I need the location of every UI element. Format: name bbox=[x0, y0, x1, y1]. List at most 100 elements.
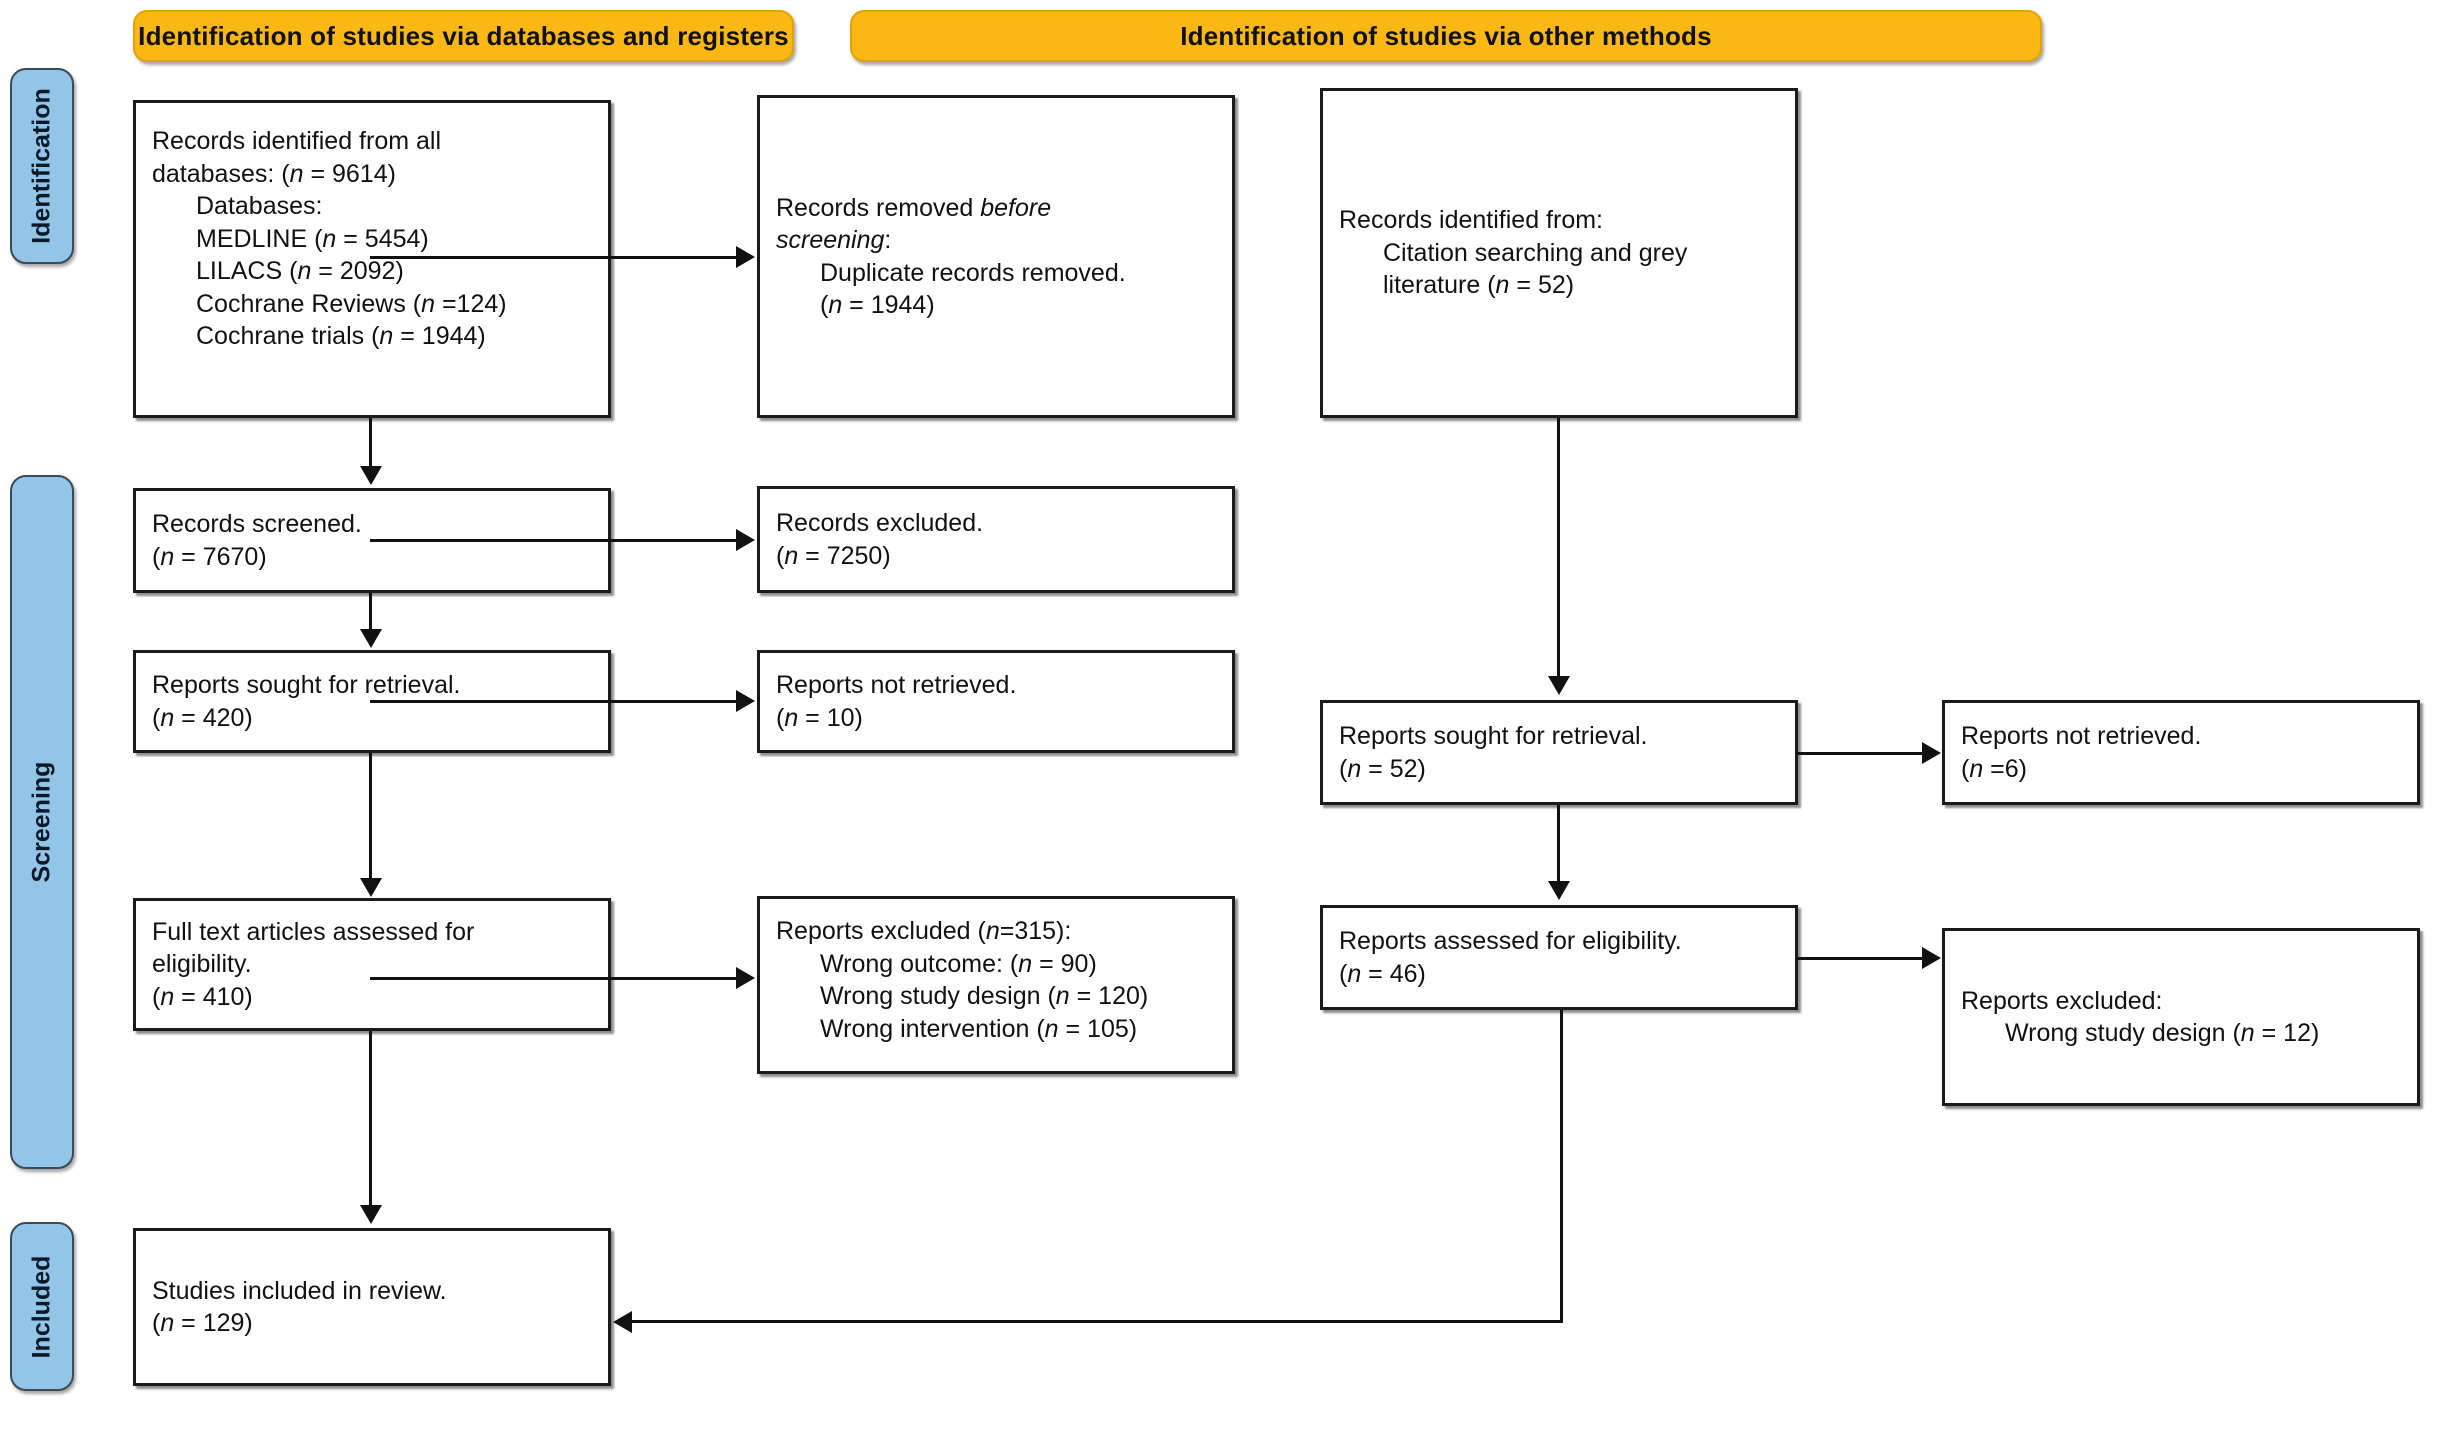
line: screening: bbox=[776, 226, 892, 254]
arrowhead-assessed-to-included bbox=[360, 1205, 382, 1224]
arrowhead-sought-to-not-retrieved bbox=[736, 690, 755, 712]
line: Reports sought for retrieval. bbox=[1339, 722, 1648, 750]
box-reports-excluded-right-text: Reports excluded: Wrong study design (n … bbox=[1945, 985, 2417, 1050]
stage-bar-included-label: Included bbox=[27, 1255, 56, 1358]
box-reports-sought-right-text: Reports sought for retrieval. (n = 52) bbox=[1323, 720, 1795, 785]
line: Reports excluded: bbox=[1961, 986, 2163, 1015]
header-databases-and-registers: Identification of studies via databases … bbox=[133, 10, 794, 62]
box-records-identified-databases-text: Records identified from all databases: (… bbox=[136, 103, 608, 353]
box-reports-not-retrieved-left: Reports not retrieved. (n = 10) bbox=[757, 650, 1235, 753]
box-records-identified-other: Records identified from: Citation search… bbox=[1320, 88, 1798, 418]
line: (n = 7250) bbox=[776, 541, 891, 570]
connector-right-to-included-horizontal bbox=[632, 1320, 1563, 1323]
box-records-excluded-text: Records excluded. (n = 7250) bbox=[760, 507, 1232, 572]
stage-bar-identification-label: Identification bbox=[27, 88, 56, 244]
connector-identified-to-screened bbox=[369, 418, 372, 470]
header-other-methods: Identification of studies via other meth… bbox=[850, 10, 2042, 62]
line: Cochrane trials (n = 1944) bbox=[196, 322, 486, 350]
box-reports-excluded-right: Reports excluded: Wrong study design (n … bbox=[1942, 928, 2420, 1106]
box-records-removed-before-screening-text: Records removed before screening: Duplic… bbox=[760, 192, 1232, 322]
line: Wrong outcome: (n = 90) bbox=[820, 949, 1097, 978]
arrowhead-right-sought-to-assessed bbox=[1548, 881, 1570, 900]
line: Reports assessed for eligibility. bbox=[1339, 927, 1682, 955]
line: (n = 7670) bbox=[152, 542, 267, 571]
line: (n = 1944) bbox=[820, 291, 935, 319]
box-reports-excluded-left-text: Reports excluded (n=315): Wrong outcome:… bbox=[760, 899, 1232, 1045]
stage-bar-identification: Identification bbox=[10, 68, 74, 264]
connector-sought-to-not-retrieved bbox=[370, 700, 738, 703]
line: Citation searching and grey bbox=[1383, 238, 1688, 267]
line: (n = 52) bbox=[1339, 754, 1426, 783]
line: databases: (n = 9614) bbox=[152, 159, 396, 188]
arrowhead-screened-to-excluded bbox=[736, 529, 755, 551]
line: (n = 129) bbox=[152, 1309, 253, 1337]
line: Records removed before bbox=[776, 193, 1052, 222]
line: Duplicate records removed. bbox=[820, 258, 1126, 287]
arrowhead-right-identified-to-sought bbox=[1548, 676, 1570, 695]
connector-right-sought-to-assessed bbox=[1557, 805, 1560, 883]
line: MEDLINE (n = 5454) bbox=[196, 224, 429, 253]
line: (n =6) bbox=[1961, 754, 2028, 783]
connector-right-assessed-down bbox=[1560, 1010, 1563, 1322]
arrowhead-identified-to-screened bbox=[360, 466, 382, 485]
box-full-text-assessed: Full text articles assessed for eligibil… bbox=[133, 898, 611, 1031]
box-reports-assessed-right-text: Reports assessed for eligibility. (n = 4… bbox=[1323, 925, 1795, 990]
connector-sought-to-assessed bbox=[369, 753, 372, 881]
connector-assessed-to-included bbox=[369, 1031, 372, 1209]
box-reports-excluded-left: Reports excluded (n=315): Wrong outcome:… bbox=[757, 896, 1235, 1074]
line: literature (n = 52) bbox=[1383, 271, 1575, 300]
box-reports-assessed-right: Reports assessed for eligibility. (n = 4… bbox=[1320, 905, 1798, 1010]
box-reports-not-retrieved-right-text: Reports not retrieved. (n =6) bbox=[1945, 720, 2417, 785]
stage-bar-screening: Screening bbox=[10, 475, 74, 1169]
connector-right-identified-to-sought bbox=[1557, 418, 1560, 678]
arrowhead-right-to-included bbox=[613, 1311, 632, 1333]
arrowhead-screened-to-sought bbox=[360, 629, 382, 648]
line: (n = 420) bbox=[152, 703, 253, 732]
stage-bar-screening-label: Screening bbox=[27, 761, 56, 883]
connector-screened-to-excluded bbox=[370, 539, 738, 542]
box-records-excluded: Records excluded. (n = 7250) bbox=[757, 486, 1235, 593]
line: Reports not retrieved. bbox=[776, 671, 1017, 699]
box-reports-sought-left-text: Reports sought for retrieval. (n = 420) bbox=[136, 669, 608, 734]
line: LILACS (n = 2092) bbox=[196, 257, 404, 285]
line: Cochrane Reviews (n =124) bbox=[196, 289, 507, 318]
connector-right-assessed-to-excluded bbox=[1798, 957, 1924, 960]
line: Wrong study design (n = 12) bbox=[2005, 1019, 2320, 1047]
box-records-removed-before-screening: Records removed before screening: Duplic… bbox=[757, 95, 1235, 418]
box-reports-not-retrieved-right: Reports not retrieved. (n =6) bbox=[1942, 700, 2420, 805]
line: (n = 410) bbox=[152, 982, 253, 1011]
line: Full text articles assessed for bbox=[152, 917, 475, 946]
header-databases-label: Identification of studies via databases … bbox=[138, 20, 789, 51]
arrowhead-assessed-to-excluded bbox=[736, 967, 755, 989]
arrowhead-right-assessed-to-excluded bbox=[1922, 947, 1941, 969]
box-records-identified-databases: Records identified from all databases: (… bbox=[133, 100, 611, 418]
box-reports-not-retrieved-left-text: Reports not retrieved. (n = 10) bbox=[760, 669, 1232, 734]
line: Wrong study design (n = 120) bbox=[820, 982, 1149, 1010]
line: Databases: bbox=[196, 192, 323, 220]
line: Studies included in review. bbox=[152, 1276, 447, 1305]
line: Wrong intervention (n = 105) bbox=[820, 1014, 1138, 1043]
line: (n = 46) bbox=[1339, 959, 1426, 988]
arrowhead-right-sought-to-not-retrieved bbox=[1922, 742, 1941, 764]
line: (n = 10) bbox=[776, 703, 863, 732]
line: Reports sought for retrieval. bbox=[152, 671, 461, 699]
line: Records screened. bbox=[152, 510, 362, 538]
box-records-identified-other-text: Records identified from: Citation search… bbox=[1323, 204, 1795, 302]
line: Reports not retrieved. bbox=[1961, 722, 2202, 750]
arrowhead-sought-to-assessed bbox=[360, 878, 382, 897]
line: Records excluded. bbox=[776, 509, 984, 537]
box-reports-sought-right: Reports sought for retrieval. (n = 52) bbox=[1320, 700, 1798, 805]
line: Records identified from all bbox=[152, 127, 442, 155]
connector-identified-to-removed bbox=[370, 256, 738, 259]
connector-screened-to-sought bbox=[369, 593, 372, 633]
box-studies-included: Studies included in review. (n = 129) bbox=[133, 1228, 611, 1386]
arrowhead-identified-to-removed bbox=[736, 246, 755, 268]
stage-bar-included: Included bbox=[10, 1222, 74, 1391]
box-studies-included-text: Studies included in review. (n = 129) bbox=[136, 1275, 608, 1340]
connector-assessed-to-excluded bbox=[370, 977, 738, 980]
line: Reports excluded (n=315): bbox=[776, 917, 1072, 945]
connector-right-sought-to-not-retrieved bbox=[1798, 752, 1924, 755]
header-other-methods-label: Identification of studies via other meth… bbox=[1180, 20, 1712, 51]
box-records-screened-text: Records screened. (n = 7670) bbox=[136, 508, 608, 573]
